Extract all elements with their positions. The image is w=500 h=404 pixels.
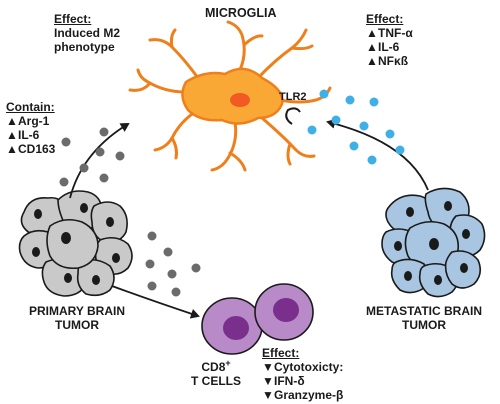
contain-label: Contain: ▲Arg-1 ▲IL-6 ▲CD163 [6,100,55,156]
metastatic-effect-label: Effect: ▲TNF-α ▲IL-6 ▲NFκß [366,12,413,68]
down-arrow-icon: ▼ [262,360,274,374]
metastatic-effect-heading: Effect: [366,12,404,26]
tcell-effect-item: ▼IFN-δ [262,374,305,388]
tcell-effect-label: Effect: ▼Cytotoxicty: ▼IFN-δ ▼Granzyme-β [262,346,343,402]
arrow-primary-to-microglia [69,122,130,199]
metastatic-effect-item: ▲IL-6 [366,40,400,54]
microglia-effect-label: Effect: Induced M2 phenotype [54,12,120,54]
up-arrow-icon: ▲ [6,128,18,142]
blue-dots [307,89,405,165]
tlr2-label: TLR2 [279,91,307,103]
metastatic-effect-item: ▲NFκß [366,54,409,68]
tcell-effect-item: ▼Granzyme-β [262,388,344,402]
tcell-effect-heading: Effect: [262,346,300,360]
down-arrow-icon: ▼ [262,388,274,402]
arrow-metastatic-to-microglia [326,118,429,191]
metastatic-tumor-cluster [381,187,486,298]
microglia-title: MICROGLIA [205,6,277,20]
microglia-cell [128,20,332,172]
contain-item: ▲CD163 [6,142,56,156]
up-arrow-icon: ▲ [366,26,378,40]
down-arrow-icon: ▼ [262,374,274,388]
up-arrow-icon: ▲ [6,142,18,156]
up-arrow-icon: ▲ [366,40,378,54]
contain-item: ▲IL-6 [6,128,40,142]
microglia-nucleus [230,93,250,107]
microglia-effect-line-2: phenotype [54,40,115,54]
grey-dots [59,127,201,297]
primary-tumor-label: PRIMARY BRAIN TUMOR [28,304,125,332]
primary-tumor-cluster [18,190,133,297]
metastatic-effect-item: ▲TNF-α [366,26,413,40]
contain-heading: Contain: [6,100,55,114]
contain-item: ▲Arg-1 [6,114,50,128]
microglia-effect-line-1: Induced M2 [54,26,121,40]
microglia-effect-heading: Effect: [54,12,92,26]
tlr2-receptor [285,107,301,125]
up-arrow-icon: ▲ [366,54,378,68]
tcell-right [254,283,314,341]
tcell-effect-item: ▼Cytotoxicty: [262,360,344,374]
up-arrow-icon: ▲ [6,114,18,128]
arrow-primary-to-tcells [111,285,200,319]
metastatic-tumor-label: METASTATIC BRAIN TUMOR [366,304,482,332]
tcells-label: CD8+ T CELLS [191,358,241,388]
tcell-left [201,297,263,355]
